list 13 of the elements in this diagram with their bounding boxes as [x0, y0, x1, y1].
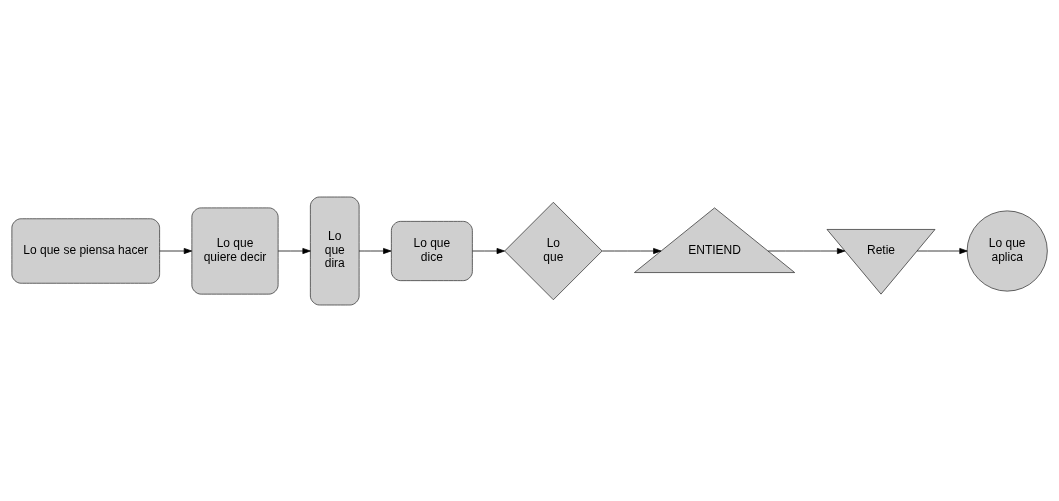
arrow	[277, 247, 311, 254]
node-box: Lo que se piensa hacer	[11, 217, 160, 284]
arrow	[159, 247, 193, 254]
arrow	[601, 247, 662, 254]
node-diamond: Lo que	[504, 201, 603, 300]
node-circle: Lo que aplica	[966, 210, 1048, 291]
arrow	[472, 247, 505, 254]
arrow	[767, 247, 846, 254]
arrow	[916, 247, 968, 254]
node-box: Lo que dira	[310, 196, 360, 305]
node-box: Lo que dice	[391, 220, 473, 281]
arrow	[358, 247, 392, 254]
node-box: Lo que quiere decir	[191, 207, 279, 294]
